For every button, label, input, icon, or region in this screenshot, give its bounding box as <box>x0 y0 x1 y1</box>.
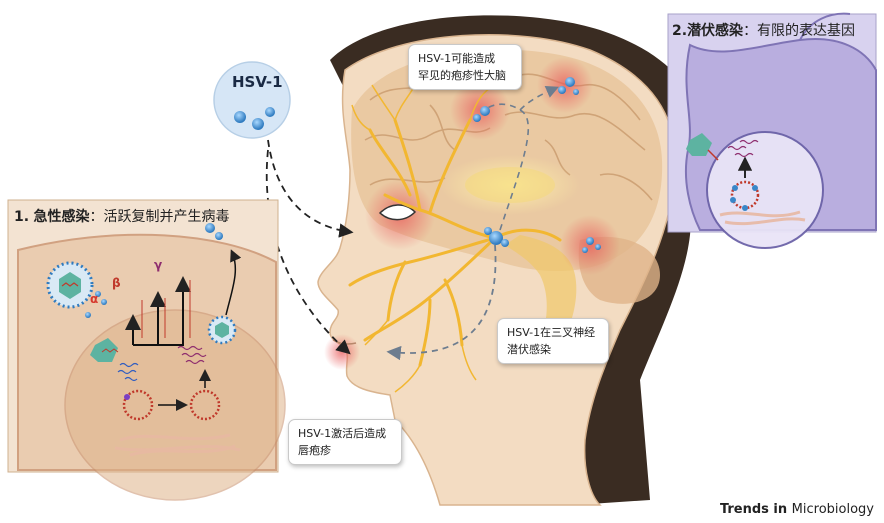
mrna <box>117 362 139 382</box>
neuron-nucleus <box>706 131 824 249</box>
callout-encephalitis-line-2: 罕见的疱疹性大脑 <box>418 69 506 82</box>
reactivation-arrow <box>386 244 497 361</box>
panel-acute-title-rest: ：活跃复制并产生病毒 <box>89 209 230 225</box>
inflammation-lip <box>324 334 360 370</box>
acute-free-virions <box>85 223 223 318</box>
gene-alpha-label: α <box>90 292 99 306</box>
virions-head <box>473 77 601 253</box>
panel-latent-number: 2. <box>672 23 688 39</box>
panel-latent-title-rest: ：有限的表达基因 <box>743 23 856 39</box>
brand-part-2: Microbiology <box>791 502 874 517</box>
callout-trigeminal: HSV-1在三叉神经 潜伏感染 <box>497 318 609 364</box>
panel-latent-title: 2.潜伏感染：有限的表达基因 <box>672 20 855 40</box>
chromatin-latent <box>719 210 806 226</box>
eye <box>378 204 417 221</box>
brain-spread-arrow <box>484 103 529 231</box>
chromatin-acute <box>114 433 241 457</box>
panel-acute-title: 1. 急性感染：活跃复制并产生病毒 <box>14 206 230 226</box>
brand-part-1: Trends in <box>719 502 792 517</box>
gene-red-arrows <box>141 280 191 338</box>
lat-transcripts <box>727 139 759 158</box>
hsv-label: HSV-1 <box>232 73 283 91</box>
hsv-cluster <box>213 61 291 139</box>
brainstem <box>505 235 577 345</box>
panel-latent-title-bold: 潜伏感染 <box>687 23 744 39</box>
callout-cold-sore-line-2: 唇疱疹 <box>298 444 331 457</box>
callout-cold-sore: HSV-1激活后造成 唇疱疹 <box>288 419 402 465</box>
callout-encephalitis: HSV-1可能造成 罕见的疱疹性大脑 <box>408 44 522 90</box>
acute-virion <box>46 261 94 309</box>
brain-spread-arrow-2 <box>519 85 559 111</box>
inflammation-top <box>537 57 593 113</box>
callout-trigeminal-line-1: HSV-1在三叉神经 <box>507 326 596 339</box>
latent-capsid <box>686 133 719 161</box>
episome-1 <box>122 389 154 421</box>
callout-trigeminal-line-2: 潜伏感染 <box>507 343 551 356</box>
episome-2 <box>189 389 221 421</box>
inflammation-frontal <box>450 80 510 140</box>
nerve-branches <box>351 84 491 393</box>
exiting-virion <box>207 315 237 345</box>
trigeminal-nerve <box>348 118 562 367</box>
episome-histones <box>730 185 758 211</box>
callout-encephalitis-line-1: HSV-1可能造成 <box>418 52 496 65</box>
entry-arrow-lip <box>265 149 351 355</box>
callout-cold-sore-line-1: HSV-1激活后造成 <box>298 427 387 440</box>
viral-dna <box>177 345 207 365</box>
panel-acute-number: 1. <box>14 209 30 225</box>
gene-beta-label: β <box>112 276 121 290</box>
gene-gamma-label: γ <box>154 258 163 272</box>
journal-brand: Trends in Microbiology <box>720 502 874 517</box>
panel-acute-title-bold: 急性感染 <box>33 209 90 225</box>
entry-arrow-eye <box>267 139 354 238</box>
gene-arrows <box>125 276 191 346</box>
